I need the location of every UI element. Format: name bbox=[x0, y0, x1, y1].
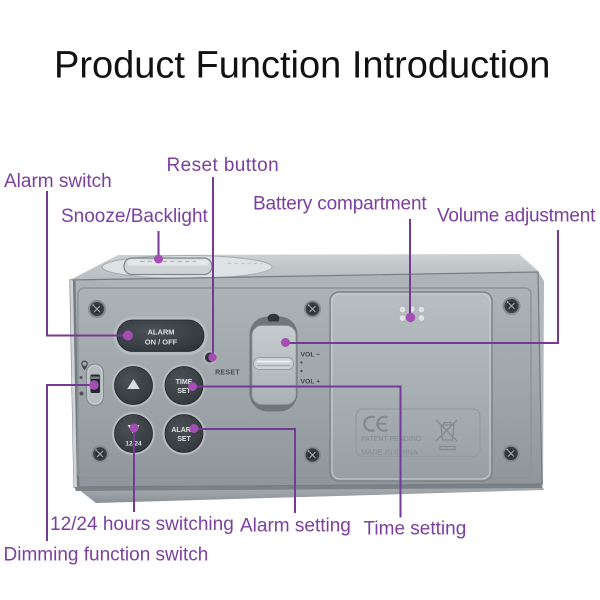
svg-text:ON / OFF: ON / OFF bbox=[145, 338, 178, 347]
svg-text:VOL +: VOL + bbox=[301, 379, 321, 386]
svg-text:Snooze/Backlight: Snooze/Backlight bbox=[61, 206, 209, 227]
svg-text:Reset button: Reset button bbox=[167, 155, 280, 176]
svg-text:12/24 hours switching: 12/24 hours switching bbox=[50, 514, 234, 535]
svg-text:Time setting: Time setting bbox=[364, 519, 467, 540]
svg-text:ALARM: ALARM bbox=[171, 427, 196, 434]
svg-text:Dimming function switch: Dimming function switch bbox=[4, 545, 209, 566]
svg-text:Volume adjustment: Volume adjustment bbox=[437, 206, 596, 227]
svg-text:Battery compartment: Battery compartment bbox=[253, 194, 427, 215]
svg-text:SET: SET bbox=[177, 388, 191, 395]
svg-text:PATENT PENDING: PATENT PENDING bbox=[361, 436, 421, 443]
svg-text:Product Function Introduction: Product Function Introduction bbox=[54, 45, 550, 87]
svg-text:ALARM: ALARM bbox=[147, 328, 174, 337]
svg-text:VOL −: VOL − bbox=[301, 352, 321, 359]
svg-text:SET: SET bbox=[177, 436, 191, 443]
svg-text:Alarm setting: Alarm setting bbox=[240, 516, 351, 537]
svg-text:TIME: TIME bbox=[176, 379, 193, 386]
svg-text:Alarm switch: Alarm switch bbox=[4, 171, 112, 192]
svg-text:RESET: RESET bbox=[215, 370, 240, 377]
svg-text:MADE IN CHINA: MADE IN CHINA bbox=[361, 448, 418, 457]
